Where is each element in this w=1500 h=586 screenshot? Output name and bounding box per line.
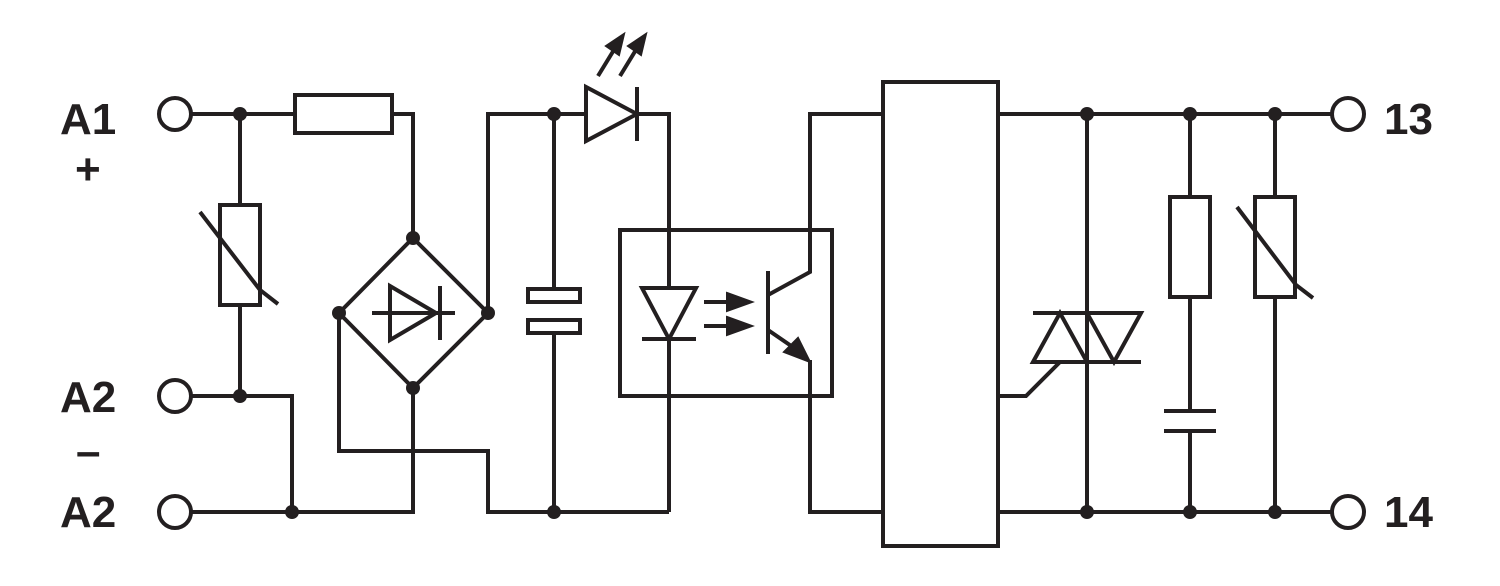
terminal-label-a1: A1 [60, 95, 116, 144]
snubber-resistor [1168, 195, 1212, 299]
terminal-13 [1330, 96, 1366, 132]
control-block [881, 80, 1000, 548]
terminal-label-a2-lower: A2 [60, 488, 116, 537]
terminal-polarity-plus: + [75, 145, 101, 194]
terminal-a2-upper [157, 378, 193, 414]
triac [1029, 308, 1145, 367]
terminal-polarity-minus: – [76, 427, 100, 476]
terminal-a1 [157, 96, 193, 132]
input-resistor [293, 93, 394, 135]
terminal-label-a2-upper: A2 [60, 373, 116, 422]
terminal-label-14: 14 [1384, 488, 1433, 537]
filter-capacitor [526, 287, 582, 335]
input-varistor [198, 203, 280, 307]
snubber-capacitor [1164, 409, 1216, 433]
output-varistor [1235, 195, 1315, 300]
bridge-rectifier [336, 235, 491, 391]
terminal-14 [1330, 494, 1366, 530]
junction-dots [233, 107, 1282, 519]
terminal-label-13: 13 [1384, 95, 1433, 144]
status-led [584, 31, 648, 145]
optocoupler [618, 112, 883, 514]
terminal-a2-lower [157, 494, 193, 530]
